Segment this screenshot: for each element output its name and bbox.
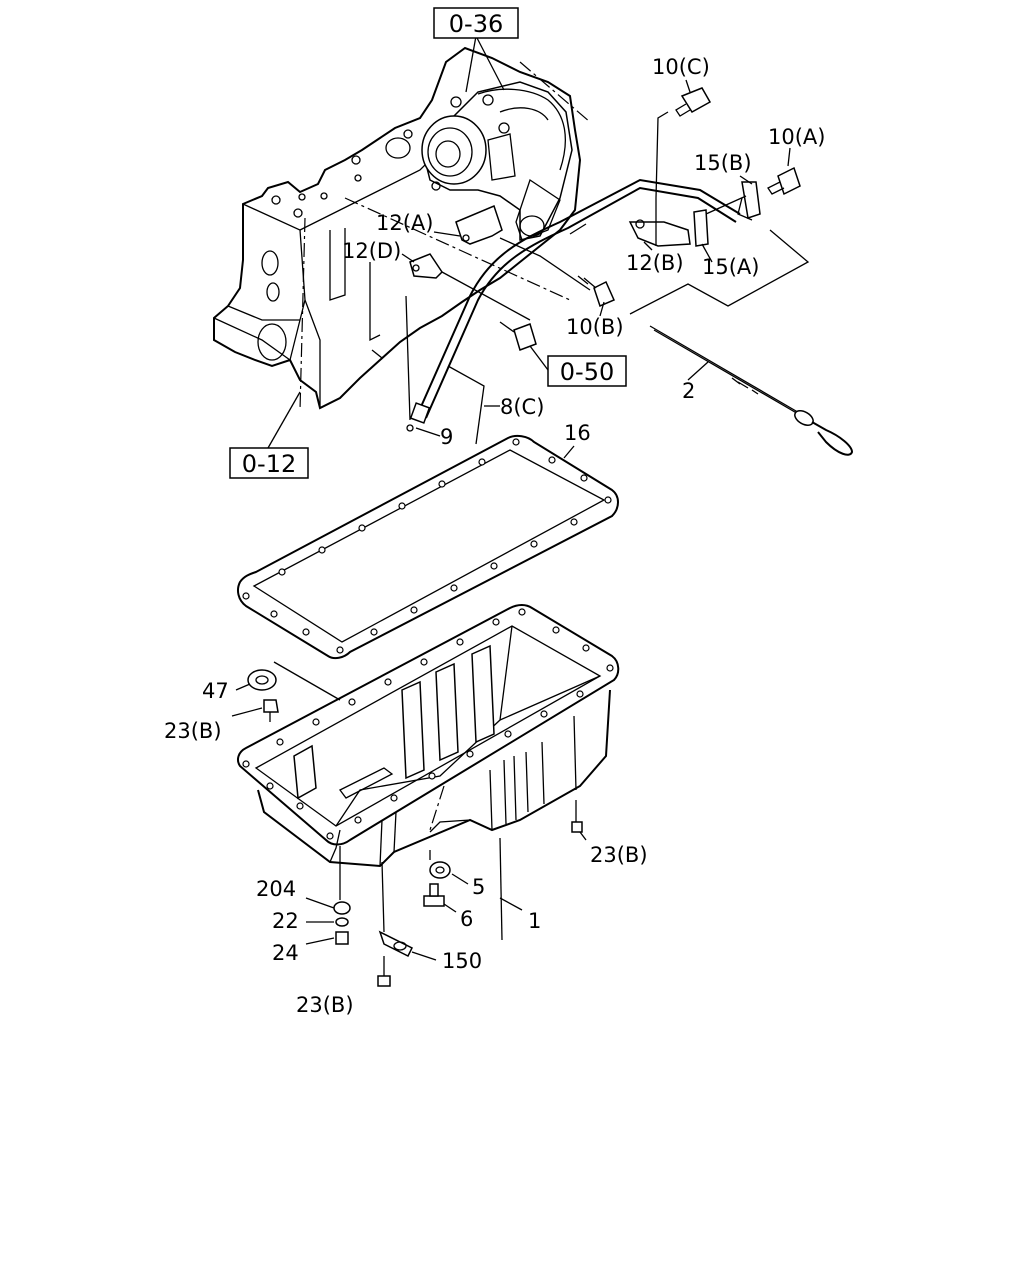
small-parts xyxy=(247,661,583,987)
reference-boxes: 0-36 0-50 0-12 xyxy=(229,7,627,479)
callout-22: 22 xyxy=(272,909,299,933)
callout-204: 204 xyxy=(256,877,296,901)
callout-12b: 12(B) xyxy=(626,251,684,275)
engine-block xyxy=(213,46,591,411)
oil-pan xyxy=(237,604,620,868)
svg-text:0-12: 0-12 xyxy=(242,450,296,478)
callout-1: 1 xyxy=(528,909,541,933)
pan-flange-holes xyxy=(242,608,614,840)
callout-24: 24 xyxy=(272,941,299,965)
svg-text:0-50: 0-50 xyxy=(560,358,614,386)
callout-labels: 10(C) 10(A) 15(B) 12(A) 12(D) 12(B) 15(A… xyxy=(164,55,825,1017)
ref-box-0-36: 0-36 xyxy=(433,7,519,39)
callout-15a: 15(A) xyxy=(702,255,759,279)
brackets-and-bolts xyxy=(267,35,810,449)
callout-9: 9 xyxy=(440,425,453,449)
callout-6: 6 xyxy=(460,907,473,931)
callout-8c: 8(C) xyxy=(500,395,544,419)
callout-12d: 12(D) xyxy=(342,239,401,263)
ref-box-0-50: 0-50 xyxy=(547,355,627,387)
callout-150: 150 xyxy=(442,949,482,973)
callout-12a: 12(A) xyxy=(376,211,433,235)
callout-23b-bottom: 23(B) xyxy=(296,993,354,1017)
callout-2: 2 xyxy=(682,379,695,403)
callout-10c: 10(C) xyxy=(652,55,710,79)
gasket-holes xyxy=(242,438,612,654)
leader-lines xyxy=(231,79,791,961)
ref-box-0-12: 0-12 xyxy=(229,447,309,479)
svg-text:0-36: 0-36 xyxy=(449,10,503,38)
callout-47: 47 xyxy=(202,679,229,703)
callout-5: 5 xyxy=(472,875,485,899)
callout-16: 16 xyxy=(564,421,591,445)
callout-15b: 15(B) xyxy=(694,151,752,175)
callout-10b: 10(B) xyxy=(566,315,624,339)
callout-23b-right: 23(B) xyxy=(590,843,648,867)
oil-pan-gasket xyxy=(237,434,619,660)
turbocharger xyxy=(421,81,573,241)
callout-23b-left: 23(B) xyxy=(164,719,222,743)
callout-10a: 10(A) xyxy=(768,125,825,149)
dipstick xyxy=(649,325,854,456)
